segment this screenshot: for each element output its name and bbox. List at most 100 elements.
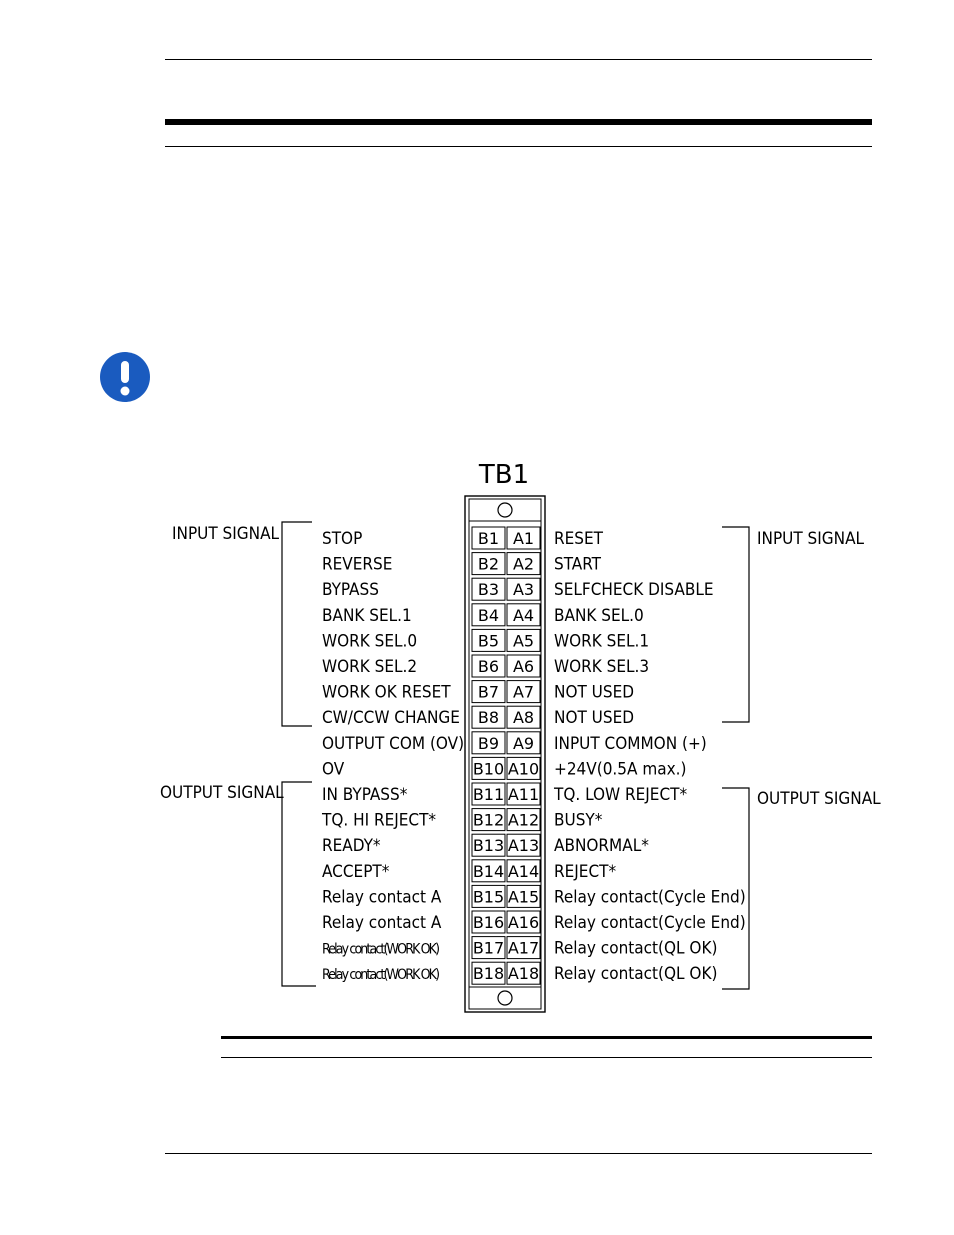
terminal-id-b: B9 (478, 734, 499, 753)
footer-rule (165, 1153, 872, 1154)
terminal-id-b: B11 (473, 785, 504, 804)
terminal-id-a: A14 (508, 862, 539, 881)
right-signal-label: Relay contact(QL OK) (554, 939, 717, 959)
terminal-cell-a (506, 577, 541, 601)
terminal-cell-b (471, 705, 506, 729)
terminal-cell-a (506, 526, 541, 550)
left-signal-label: Relay contact A (322, 913, 442, 933)
terminal-block-outline (464, 495, 546, 1013)
terminal-id-b: B8 (478, 708, 499, 727)
terminal-id-a: A1 (513, 529, 534, 548)
bracket-left-output (281, 781, 316, 987)
terminal-id-a: A17 (508, 939, 539, 958)
terminal-id-b: B6 (478, 657, 499, 676)
terminal-cell-a (506, 808, 541, 832)
left-signal-label: WORK SEL.0 (322, 631, 417, 651)
left-signal-label: OV (322, 759, 345, 779)
terminal-id-b: B7 (478, 683, 499, 702)
terminal-cell-b (471, 552, 506, 576)
left-signal-label: WORK SEL.2 (322, 657, 417, 677)
terminal-cell-b (471, 654, 506, 678)
left-signal-label: Relay contact(WORK OK) (322, 967, 440, 983)
bracket-right-input (722, 526, 750, 723)
left-signal-label: REVERSE (322, 555, 392, 575)
left-signal-label: ACCEPT* (322, 862, 390, 882)
terminal-id-b: B4 (478, 606, 499, 625)
title-bar-thin-rule (165, 146, 872, 147)
terminal-id-b: B16 (473, 913, 504, 932)
terminal-cell-b (471, 808, 506, 832)
terminal-cell-b (471, 731, 506, 755)
title-bar-thick-rule (165, 119, 872, 125)
terminal-id-a: A7 (513, 683, 534, 702)
right-signal-label: WORK SEL.3 (554, 657, 649, 677)
left-signal-label: OUTPUT COM (OV) (322, 734, 464, 754)
terminal-cell-a (506, 884, 541, 908)
terminal-cell-b (471, 782, 506, 806)
terminal-cell-a (506, 680, 541, 704)
left-signal-label: WORK OK RESET (322, 683, 451, 703)
terminal-block-diagram: TB1 INPUT SIGNAL OUTPUT SIGNAL INPUT SIG… (0, 450, 954, 1030)
group-label-left-output: OUTPUT SIGNAL (160, 783, 284, 803)
exclamation-circle-icon (99, 351, 151, 403)
terminal-id-b: B3 (478, 580, 499, 599)
terminal-cell-b (471, 833, 506, 857)
terminal-cell-b (471, 603, 506, 627)
bracket-right-output (722, 787, 750, 990)
right-signal-label: SELFCHECK DISABLE (554, 580, 714, 600)
terminal-id-a: A16 (508, 913, 539, 932)
right-signal-label: NOT USED (554, 708, 634, 728)
right-signal-label: BANK SEL.0 (554, 606, 644, 626)
group-label-right-input: INPUT SIGNAL (757, 529, 865, 549)
left-signal-label: Relay contact A (322, 887, 442, 907)
terminal-cell-a (506, 756, 541, 780)
mounting-hole-top (497, 502, 513, 518)
terminal-id-b: B12 (473, 811, 504, 830)
figure-caption-thick-rule (221, 1036, 872, 1039)
terminal-id-b: B17 (473, 939, 504, 958)
terminal-id-b: B10 (473, 759, 504, 778)
mounting-hole-bottom (497, 990, 513, 1006)
group-label-right-output: OUTPUT SIGNAL (757, 789, 881, 809)
terminal-id-a: A13 (508, 836, 539, 855)
terminal-id-b: B14 (473, 862, 504, 881)
terminal-id-b: B18 (473, 964, 504, 983)
terminal-id-a: A11 (508, 785, 539, 804)
terminal-cell-a (506, 961, 541, 985)
left-signal-label: STOP (322, 529, 362, 549)
terminal-id-a: A2 (513, 555, 534, 574)
left-signal-label: CW/CCW CHANGE (322, 708, 460, 728)
terminal-cell-a (506, 833, 541, 857)
left-signal-label: BYPASS (322, 580, 379, 600)
left-signal-label: BANK SEL.1 (322, 606, 412, 626)
terminal-id-a: A3 (513, 580, 534, 599)
terminal-id-a: A8 (513, 708, 534, 727)
terminal-id-a: A12 (508, 811, 539, 830)
right-signal-label: START (554, 555, 602, 575)
bracket-left-input (281, 521, 312, 727)
terminal-cell-b (471, 936, 506, 960)
left-signal-label: TQ. HI REJECT* (321, 811, 436, 831)
right-signal-label: REJECT* (554, 862, 616, 882)
right-signal-label: INPUT COMMON (+) (554, 734, 707, 754)
right-signal-label: +24V(0.5A max.) (554, 759, 686, 779)
group-label-left-input: INPUT SIGNAL (172, 524, 280, 544)
header-rule (165, 59, 872, 60)
terminal-cell-a (506, 552, 541, 576)
terminal-id-a: A9 (513, 734, 534, 753)
terminal-row: B3 A3 BYPASS SELFCHECK DISABLE (322, 577, 714, 601)
terminal-id-a: A5 (513, 631, 534, 650)
terminal-id-a: A18 (508, 964, 539, 983)
left-signal-label: Relay contact(WORK OK) (322, 942, 440, 958)
right-signal-label: NOT USED (554, 683, 634, 703)
